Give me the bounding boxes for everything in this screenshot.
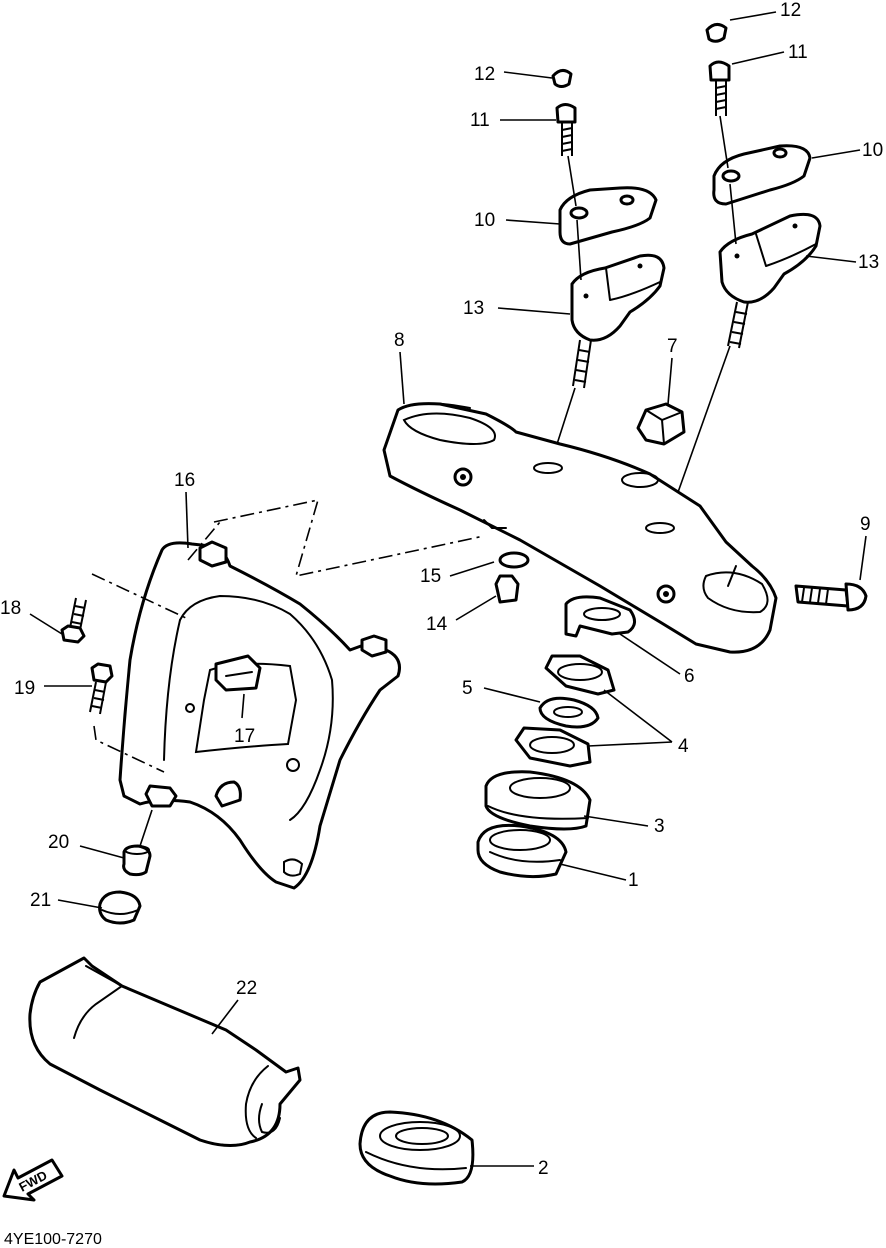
washer-6 [564,595,636,638]
washer-15 [498,551,530,569]
callout-21: 21 [30,890,51,911]
holder-upper-10-right [712,144,812,206]
bolt-19 [89,662,114,715]
callout-14: 14 [426,614,448,635]
fwd-arrow-icon: FWD [2,1158,64,1202]
callout-13-right: 13 [858,252,879,273]
washer-5 [538,696,600,729]
callout-9: 9 [860,514,871,535]
cover-22 [28,956,302,1147]
bolt-18 [60,597,87,644]
callout-19: 19 [14,678,35,699]
upper-bracket-8 [382,402,778,654]
bearing-race-3 [484,770,592,831]
holder-lower-13-left [570,253,666,389]
diagram-code: 4YE100-7270 [4,1231,102,1248]
callout-11-right: 11 [788,42,808,63]
callout-4: 4 [678,736,689,757]
callout-12-right: 12 [780,0,801,21]
callout-11-left: 11 [470,110,490,131]
bolt-9 [794,582,868,612]
callout-16: 16 [174,470,195,491]
callout-10-left: 10 [474,210,495,231]
callout-2: 2 [538,1158,549,1179]
callout-20: 20 [48,832,69,853]
holder-upper-10-left [558,186,658,246]
callout-12-left: 12 [474,64,495,85]
bearing-2 [358,1110,475,1186]
callout-6: 6 [684,666,695,687]
ring-nut-4-upper [544,654,616,696]
ring-nut-4-lower [514,726,592,768]
cap-12-left [551,69,573,88]
callout-18: 18 [0,598,21,619]
callout-8: 8 [394,330,405,351]
grommet-21 [98,890,142,925]
callout-17: 17 [234,726,255,747]
holder-lower-13-right [718,212,822,349]
nut-14 [494,574,520,604]
callout-10-right: 10 [862,140,883,161]
cap-12-right [705,23,728,43]
collar-20 [122,844,152,877]
headlight-stay-16 [118,540,401,890]
callout-1: 1 [628,870,639,891]
bolt-11-left [555,103,577,156]
callout-5: 5 [462,678,473,699]
bolt-11-right [708,60,731,116]
callout-22: 22 [236,978,257,999]
callout-15: 15 [420,566,441,587]
nut-7 [636,402,686,446]
callout-3: 3 [654,816,665,837]
callout-7: 7 [667,336,678,357]
callout-13-left: 13 [463,298,484,319]
bearing-1 [476,823,568,879]
